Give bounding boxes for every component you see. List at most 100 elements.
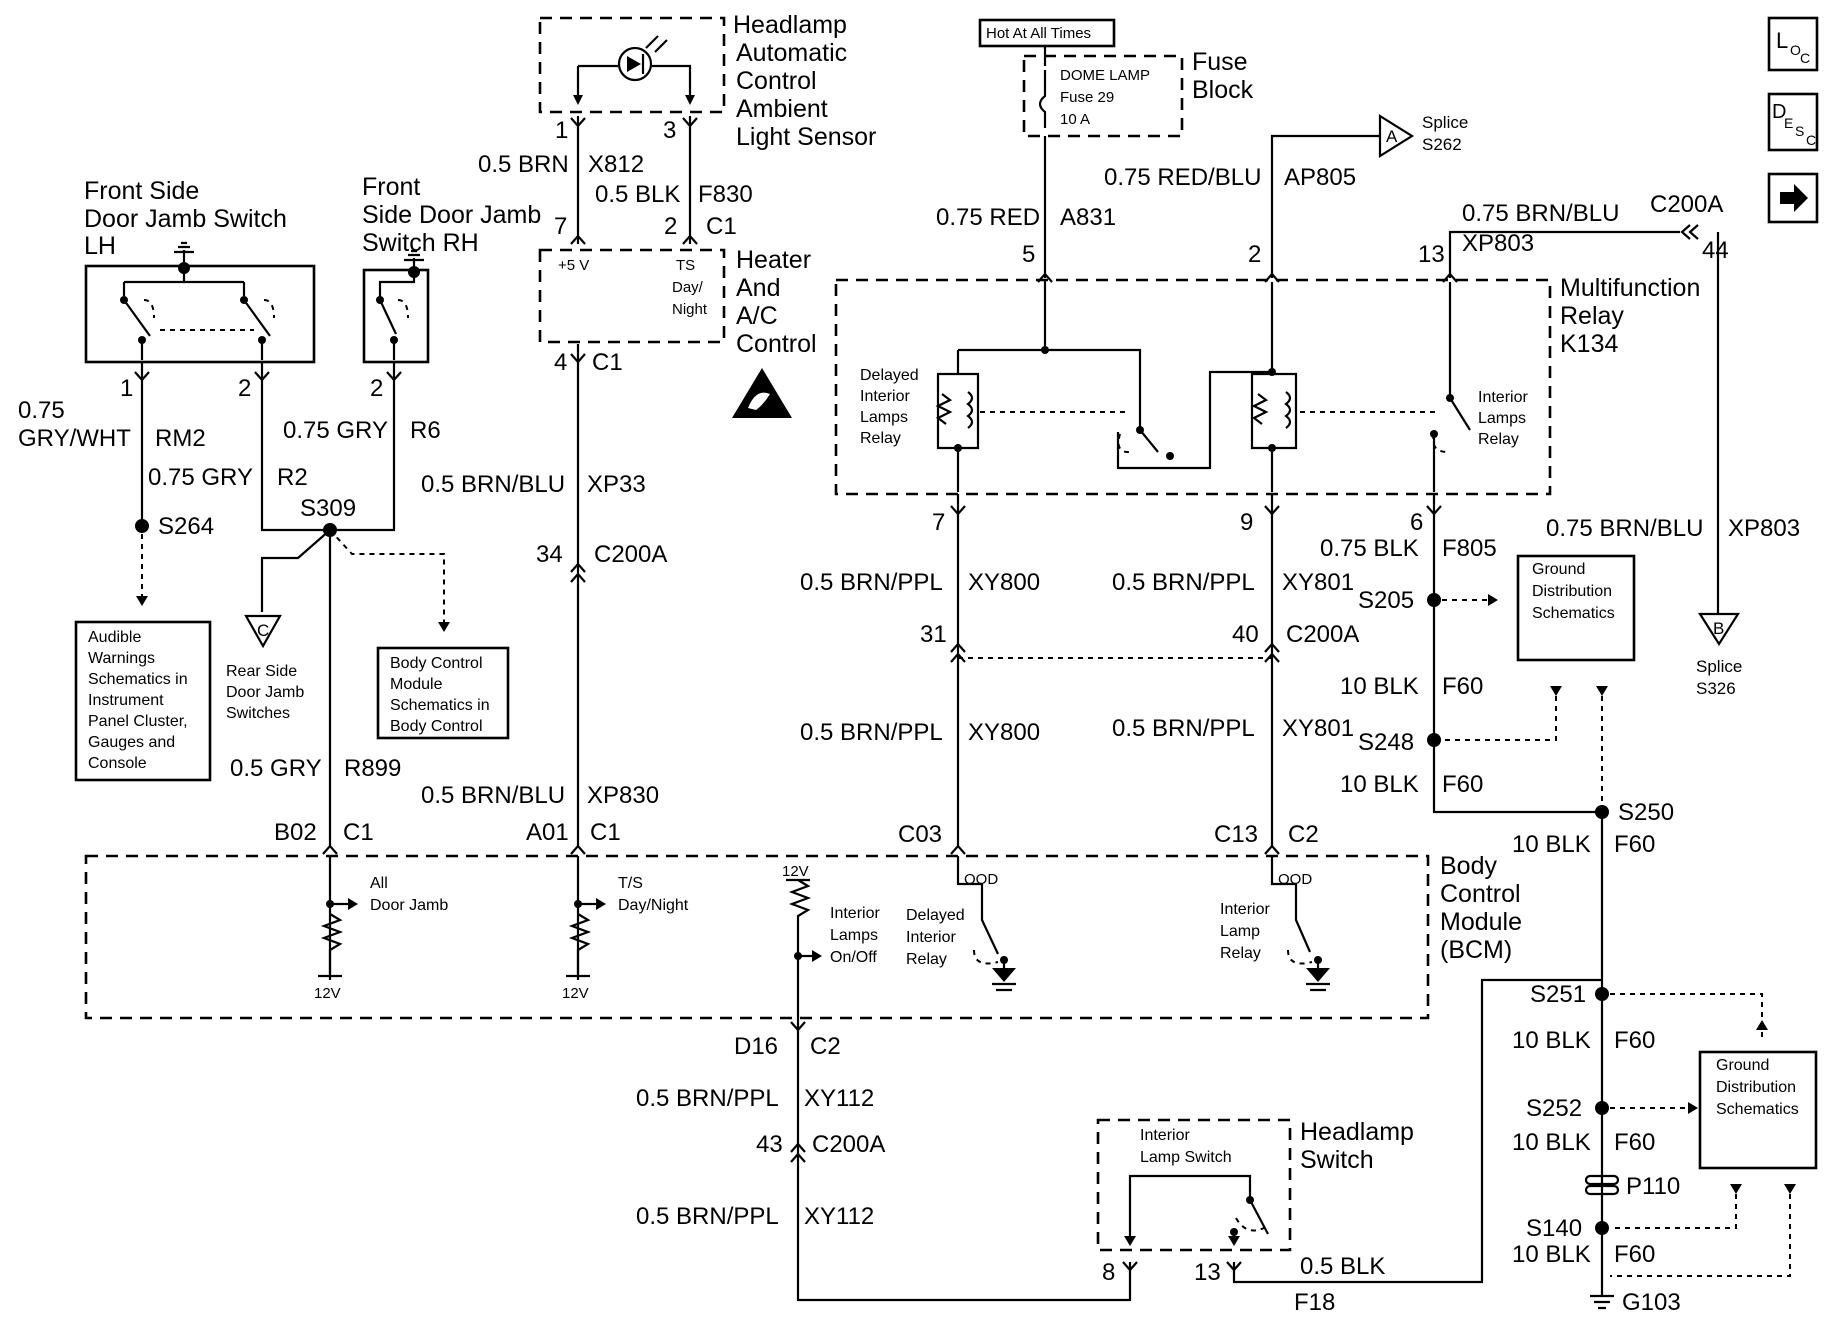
svg-text:Interior: Interior xyxy=(1140,1127,1190,1144)
svg-text:L: L xyxy=(1776,28,1788,53)
ground-icon xyxy=(404,249,424,266)
svg-text:Interior: Interior xyxy=(906,929,956,946)
heater-ac-control: +5 V TS Day/ Night Heater And A/C Contro… xyxy=(538,246,817,358)
svg-text:D16: D16 xyxy=(734,1033,778,1060)
ambient-light-sensor: Headlamp Automatic Control Ambient Light… xyxy=(538,11,876,151)
svg-text:C200A: C200A xyxy=(1650,191,1723,218)
svg-text:C13: C13 xyxy=(1214,821,1258,848)
svg-text:Relay: Relay xyxy=(1478,431,1519,448)
svg-text:0.5 BRN/BLU: 0.5 BRN/BLU xyxy=(421,471,565,498)
svg-text:C1: C1 xyxy=(592,349,623,376)
svg-text:LH: LH xyxy=(84,232,116,260)
loc-button[interactable]: L O C xyxy=(1767,16,1819,72)
svg-text:Ambient: Ambient xyxy=(736,95,828,123)
svg-text:Side Door Jamb: Side Door Jamb xyxy=(362,201,541,229)
svg-text:Schematics in: Schematics in xyxy=(390,697,490,714)
svg-text:10 BLK: 10 BLK xyxy=(1512,1241,1591,1268)
svg-text:Relay: Relay xyxy=(1560,302,1624,330)
svg-text:R899: R899 xyxy=(344,755,401,782)
desc-button[interactable]: D E S C xyxy=(1767,92,1819,152)
photodiode-icon xyxy=(617,35,668,82)
svg-text:S: S xyxy=(1795,123,1804,139)
svg-text:XP803: XP803 xyxy=(1728,515,1800,542)
svg-text:S264: S264 xyxy=(158,513,214,540)
svg-text:Day/: Day/ xyxy=(672,279,704,296)
svg-text:Lamps: Lamps xyxy=(830,927,878,944)
svg-text:S205: S205 xyxy=(1358,587,1414,614)
audible-warnings-ref: Audible Warnings Schematics in Instrumen… xyxy=(74,620,212,782)
svg-text:13: 13 xyxy=(1418,241,1445,268)
svg-text:0.5 BRN/PPL: 0.5 BRN/PPL xyxy=(1112,715,1255,742)
svg-text:XY801: XY801 xyxy=(1282,715,1354,742)
svg-text:Switch: Switch xyxy=(1300,1146,1374,1174)
svg-text:Schematics: Schematics xyxy=(1532,605,1615,622)
svg-text:RM2: RM2 xyxy=(155,425,206,452)
svg-text:On/Off: On/Off xyxy=(830,949,877,966)
svg-text:XY801: XY801 xyxy=(1282,569,1354,596)
svg-text:Audible: Audible xyxy=(88,629,141,646)
svg-text:3: 3 xyxy=(663,117,676,144)
svg-text:R6: R6 xyxy=(410,417,441,444)
svg-text:0.75 RED/BLU: 0.75 RED/BLU xyxy=(1104,164,1261,191)
svg-text:Front: Front xyxy=(362,173,420,201)
svg-text:Relay: Relay xyxy=(860,430,901,447)
esd-warning-icon xyxy=(732,368,792,418)
svg-text:Delayed: Delayed xyxy=(906,907,965,924)
svg-text:S250: S250 xyxy=(1618,799,1674,826)
svg-text:A01: A01 xyxy=(526,819,569,846)
svg-text:S251: S251 xyxy=(1530,981,1586,1008)
svg-text:Relay: Relay xyxy=(1220,945,1261,962)
svg-text:Splice: Splice xyxy=(1696,657,1742,676)
ground-icon xyxy=(1590,1294,1614,1310)
svg-text:AP805: AP805 xyxy=(1284,164,1356,191)
svg-text:Multifunction: Multifunction xyxy=(1560,274,1700,302)
svg-text:And: And xyxy=(736,274,780,302)
svg-text:Console: Console xyxy=(88,755,147,772)
svg-text:C200A: C200A xyxy=(1286,621,1359,648)
svg-text:Distribution: Distribution xyxy=(1716,1079,1796,1096)
svg-text:Interior: Interior xyxy=(1478,389,1528,406)
svg-text:1: 1 xyxy=(555,117,568,144)
svg-text:E: E xyxy=(1784,115,1793,131)
svg-text:Body Control: Body Control xyxy=(390,655,483,672)
svg-text:XY800: XY800 xyxy=(968,569,1040,596)
svg-text:44: 44 xyxy=(1702,237,1729,264)
svg-text:12V: 12V xyxy=(562,985,589,1002)
svg-text:10 BLK: 10 BLK xyxy=(1340,673,1419,700)
ground-icon xyxy=(1306,968,1330,992)
svg-text:F18: F18 xyxy=(1294,1289,1335,1316)
svg-text:12V: 12V xyxy=(314,985,341,1002)
fuse-block: DOME LAMP Fuse 29 10 A xyxy=(1022,54,1184,138)
svg-text:K134: K134 xyxy=(1560,330,1618,358)
svg-text:P110: P110 xyxy=(1626,1173,1680,1200)
svg-text:13: 13 xyxy=(1194,1259,1221,1286)
svg-text:C2: C2 xyxy=(810,1033,841,1060)
svg-text:0.5 BLK: 0.5 BLK xyxy=(595,181,680,208)
svg-text:Ground: Ground xyxy=(1716,1057,1769,1074)
svg-text:Distribution: Distribution xyxy=(1532,583,1612,600)
svg-text:Interior: Interior xyxy=(860,388,910,405)
svg-text:D: D xyxy=(1772,101,1786,123)
bcm-schematic-ref: Body Control Module Schematics in Body C… xyxy=(376,646,510,740)
svg-text:0.75 BLK: 0.75 BLK xyxy=(1320,535,1419,562)
svg-text:0.5 BRN/BLU: 0.5 BRN/BLU xyxy=(421,782,565,809)
svg-text:10 BLK: 10 BLK xyxy=(1512,1027,1591,1054)
splice-b-symbol: B xyxy=(1698,612,1740,647)
svg-text:C2: C2 xyxy=(1288,821,1319,848)
svg-text:8: 8 xyxy=(1102,1259,1115,1286)
svg-text:10 BLK: 10 BLK xyxy=(1512,1129,1591,1156)
svg-text:C1: C1 xyxy=(590,819,621,846)
svg-text:Door Jamb: Door Jamb xyxy=(370,897,448,914)
svg-text:7: 7 xyxy=(932,509,945,536)
next-button[interactable] xyxy=(1767,172,1819,224)
svg-text:XP830: XP830 xyxy=(587,782,659,809)
splice-c-symbol: C xyxy=(244,614,282,649)
svg-text:7: 7 xyxy=(554,213,567,240)
svg-text:F60: F60 xyxy=(1442,673,1483,700)
svg-text:C1: C1 xyxy=(706,213,737,240)
svg-text:Automatic: Automatic xyxy=(736,39,847,67)
svg-text:Fuse 29: Fuse 29 xyxy=(1060,89,1114,106)
svg-text:C: C xyxy=(257,621,269,640)
svg-text:0.75 RED: 0.75 RED xyxy=(936,204,1040,231)
